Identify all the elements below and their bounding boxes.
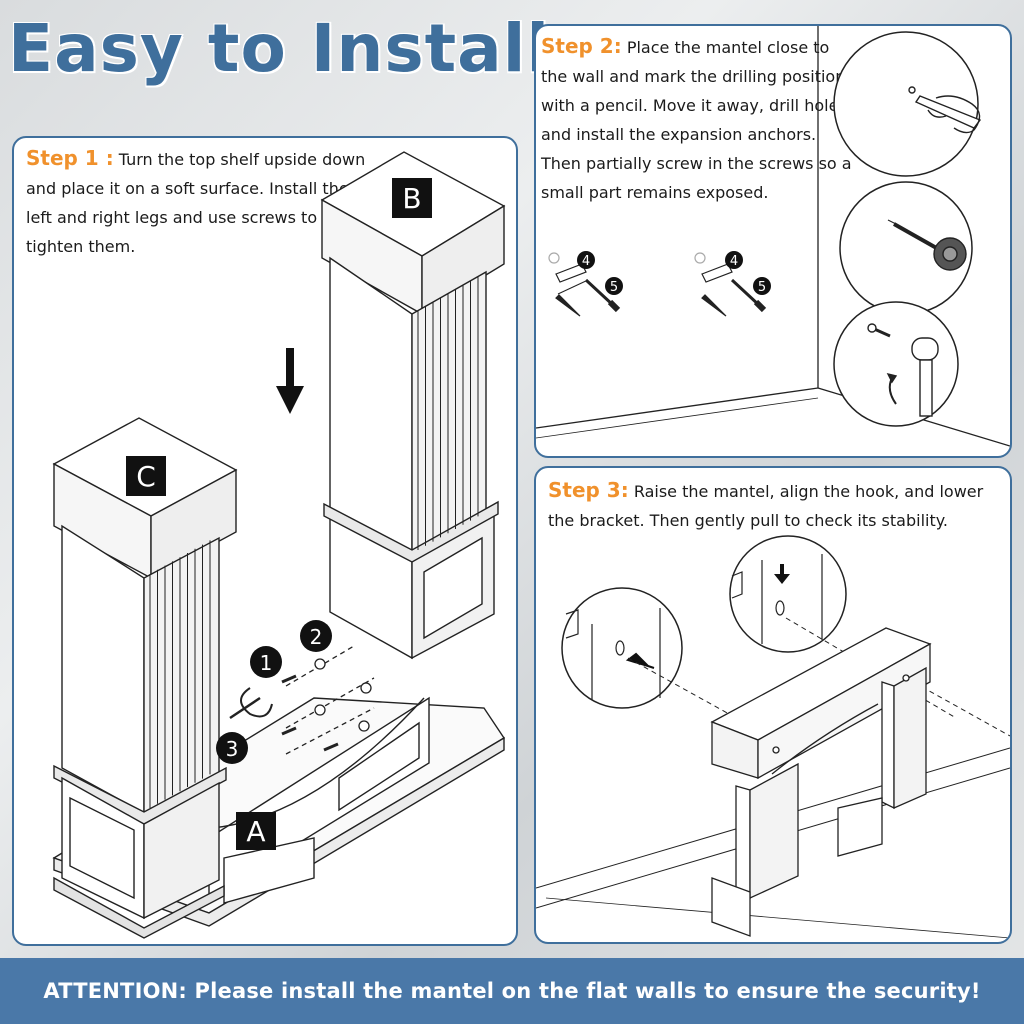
step1-label: Step 1 : (26, 146, 114, 170)
step2-callout-5b: 5 (753, 277, 771, 295)
anchor-icon (548, 252, 767, 317)
svg-text:2: 2 (310, 625, 323, 649)
step2-callout-4b: 4 (725, 251, 743, 269)
step3-instructions: Step 3: Raise the mantel, align the hook… (548, 476, 993, 535)
svg-text:C: C (136, 460, 156, 493)
zoom-circle-left (561, 587, 683, 709)
hammer-circle (833, 301, 959, 427)
zoom-circle-right (729, 535, 847, 653)
step1-instructions: Step 1 : Turn the top shelf upside down … (26, 144, 366, 261)
step2-callout-5a: 5 (605, 277, 623, 295)
part-label-c: C (126, 456, 166, 496)
page-title: Easy to Install (8, 10, 550, 87)
mark-circle (833, 31, 979, 177)
step1-diagram: B C A 1 2 3 (52, 151, 506, 939)
part-label-b: B (392, 178, 432, 218)
step2-callout-4a: 4 (577, 251, 595, 269)
step3-text: Raise the mantel, align the hook, and lo… (548, 482, 984, 530)
step1-panel: Step 1 : Turn the top shelf upside down … (12, 136, 518, 946)
step3-label: Step 3: (548, 478, 629, 502)
step2-text: Place the mantel close to the wall and m… (541, 38, 854, 202)
step2-diagram: 4 5 4 5 (536, 26, 1010, 447)
svg-text:3: 3 (226, 737, 239, 761)
arrow-down-icon (276, 348, 304, 414)
part-label-a: A (236, 812, 276, 850)
svg-text:1: 1 (260, 651, 273, 675)
step2-instructions: Step 2: Place the mantel close to the wa… (541, 32, 856, 207)
drill-icon (887, 219, 967, 271)
svg-text:B: B (402, 182, 421, 215)
mantel-unit (710, 627, 932, 937)
svg-text:4: 4 (582, 254, 590, 269)
step1-text: Turn the top shelf upside down and place… (26, 150, 366, 256)
svg-text:4: 4 (730, 254, 738, 269)
screw-icon (229, 645, 375, 755)
pencil-icon (908, 86, 982, 134)
svg-text:5: 5 (610, 280, 618, 295)
right-leg-b (320, 151, 506, 660)
callout-1: 1 (250, 646, 282, 678)
step3-diagram (536, 535, 1010, 939)
callout-2: 2 (300, 620, 332, 652)
step2-panel: Step 2: Place the mantel close to the wa… (534, 24, 1012, 458)
svg-text:5: 5 (758, 280, 766, 295)
arrow-down-icon (774, 564, 790, 584)
hammer-icon (867, 323, 939, 417)
callout-3: 3 (216, 732, 248, 764)
step2-label: Step 2: (541, 34, 622, 58)
step3-panel: Step 3: Raise the mantel, align the hook… (534, 466, 1012, 944)
attention-banner: ATTENTION: Please install the mantel on … (0, 958, 1024, 1024)
svg-text:A: A (246, 815, 265, 848)
